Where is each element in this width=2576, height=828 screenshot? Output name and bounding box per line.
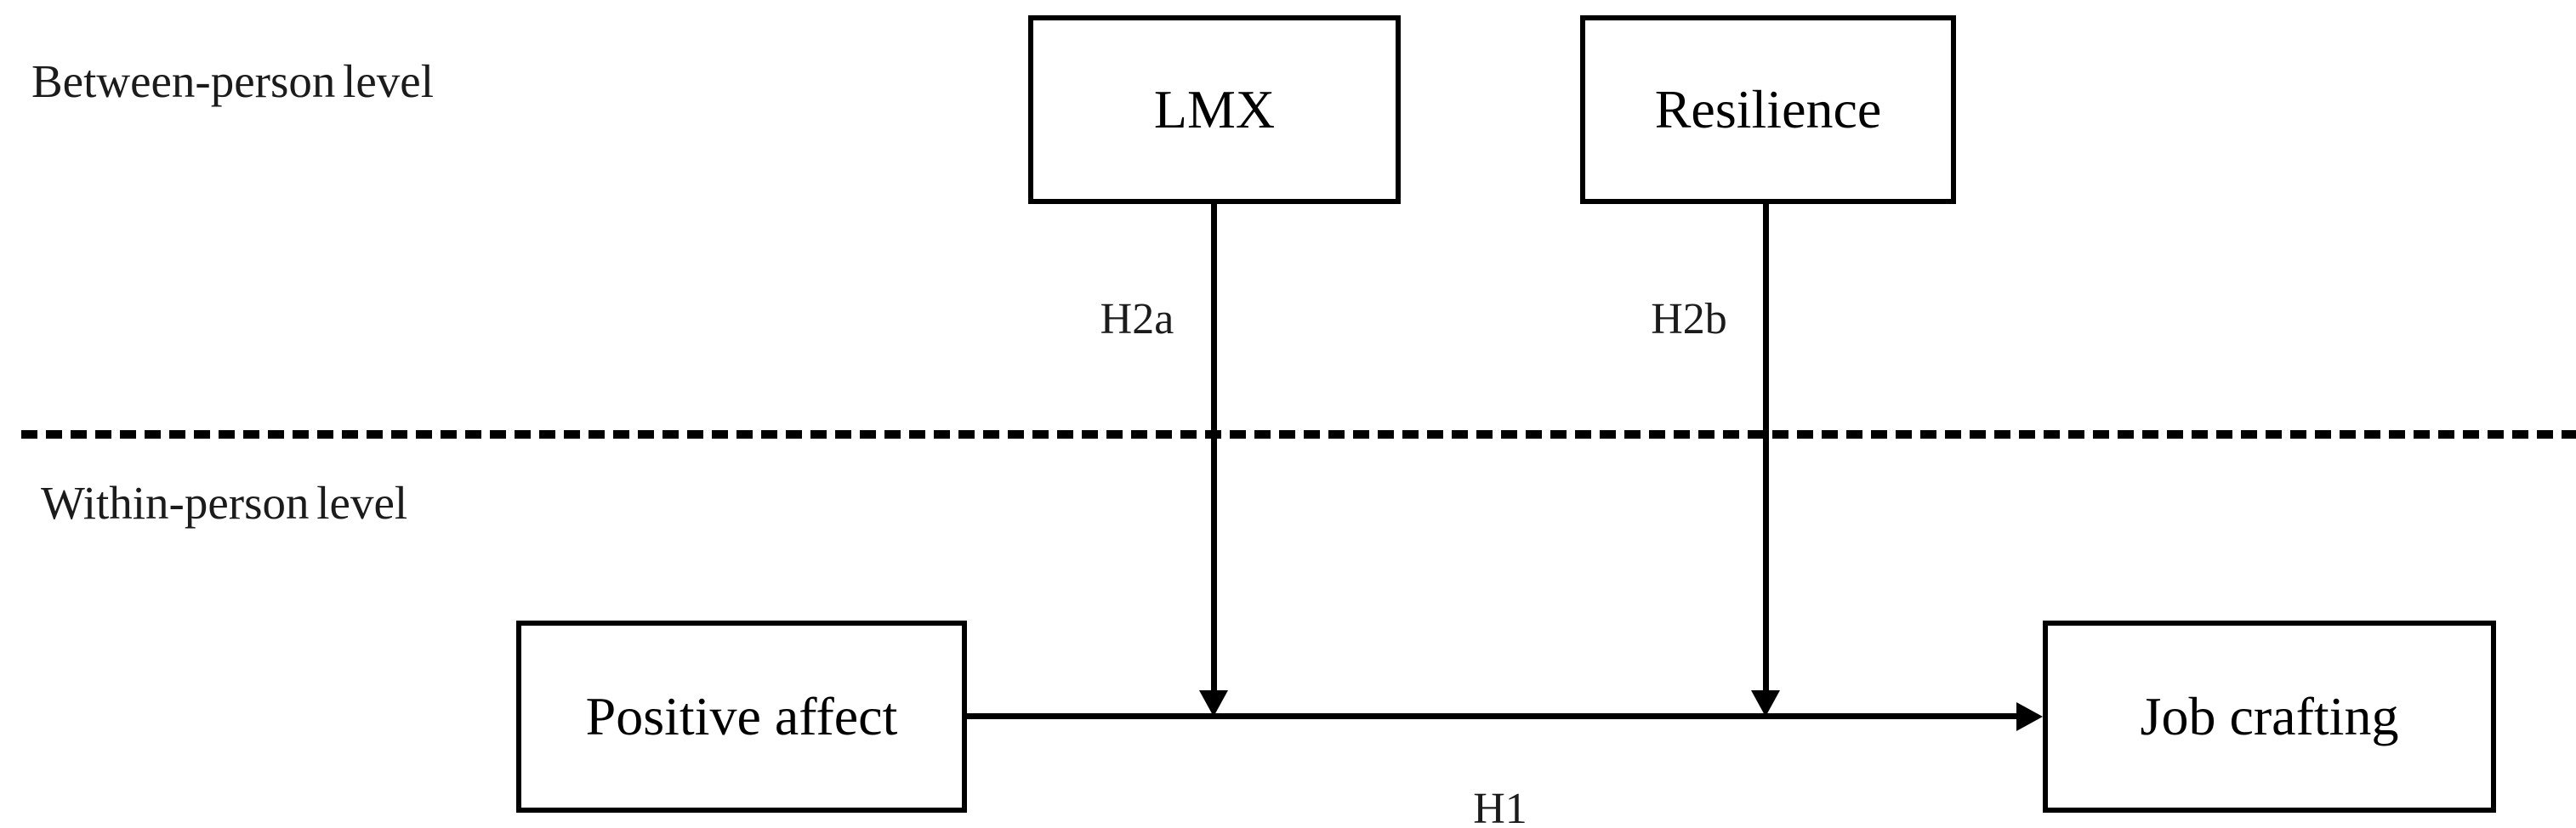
h2a-hypothesis-label: H2a bbox=[1100, 295, 1174, 343]
within-person-level-label: Within-person level bbox=[41, 477, 408, 529]
level-divider-dashed-line bbox=[21, 430, 2576, 439]
h1-arrow-shaft bbox=[967, 713, 2018, 719]
between-person-level-label: Between-person level bbox=[31, 55, 435, 107]
positive-affect-box: Positive affect bbox=[516, 621, 967, 813]
h1-hypothesis-label: H1 bbox=[1473, 785, 1527, 828]
h2a-arrowhead-icon bbox=[1199, 690, 1228, 717]
job-crafting-box: Job crafting bbox=[2043, 621, 2496, 813]
lmx-box-label: LMX bbox=[1153, 79, 1276, 139]
job-crafting-box-label: Job crafting bbox=[2140, 686, 2399, 746]
h2a-arrow-shaft bbox=[1211, 204, 1217, 692]
resilience-box-label: Resilience bbox=[1654, 79, 1882, 139]
positive-affect-box-label: Positive affect bbox=[585, 686, 898, 746]
h1-arrowhead-icon bbox=[2016, 702, 2043, 731]
h2b-hypothesis-label: H2b bbox=[1651, 295, 1727, 343]
h2b-arrow-shaft bbox=[1763, 204, 1769, 692]
resilience-box: Resilience bbox=[1580, 15, 1956, 204]
h2b-arrowhead-icon bbox=[1751, 690, 1780, 717]
lmx-box: LMX bbox=[1028, 15, 1401, 204]
